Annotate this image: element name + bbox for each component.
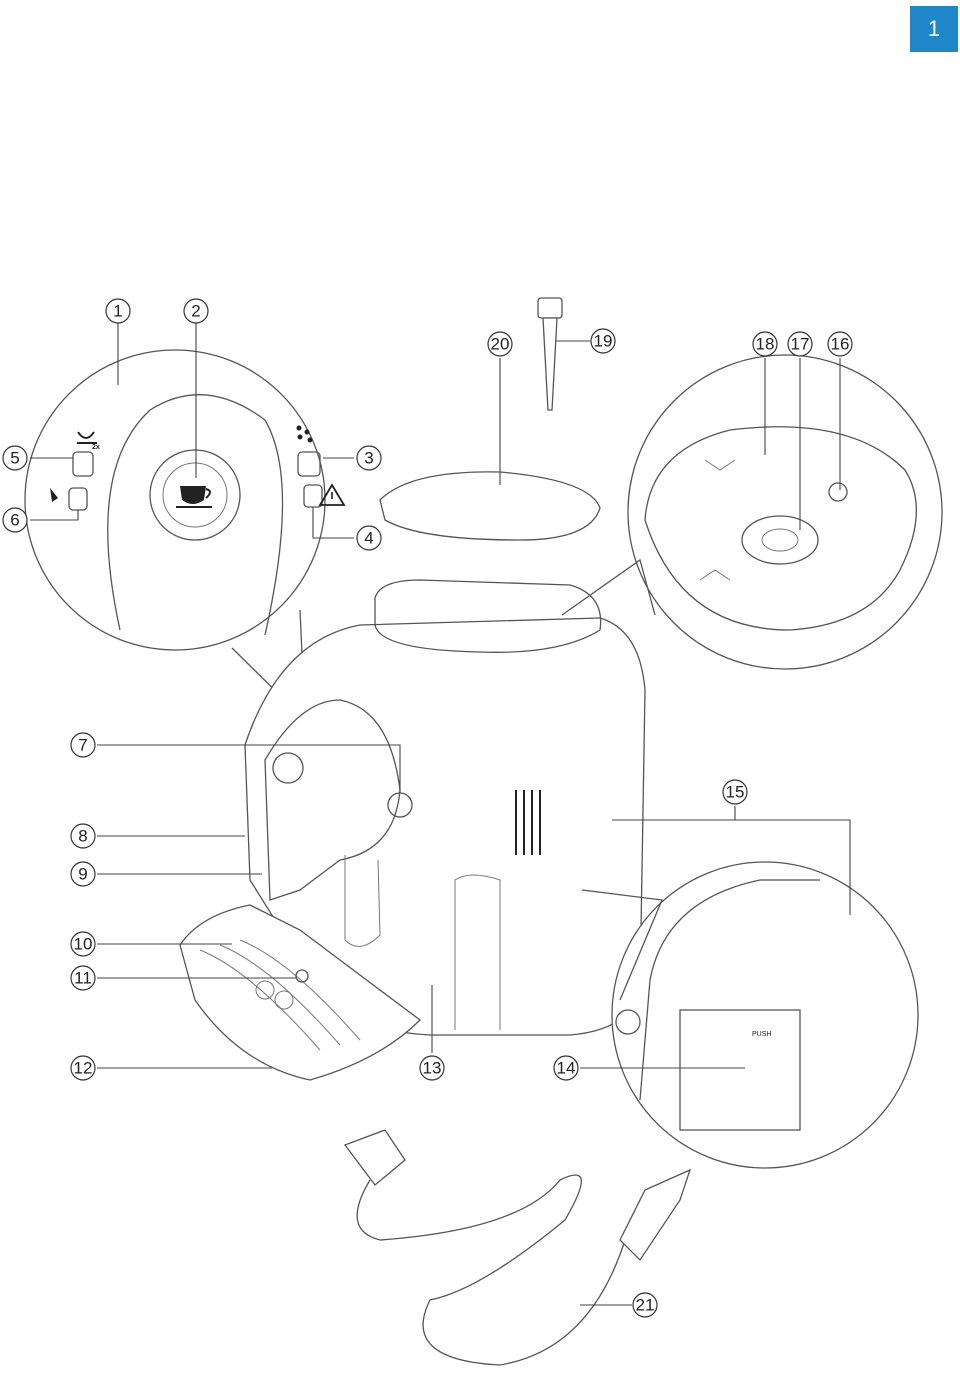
svg-text:5: 5 (10, 449, 19, 468)
svg-text:2: 2 (191, 302, 200, 321)
callout-2: 2 (183, 298, 209, 324)
bean-hopper-opening (374, 579, 602, 653)
main-button-ring (149, 449, 241, 541)
drip-tray (179, 904, 421, 1081)
svg-text:21: 21 (636, 1296, 655, 1315)
power-cord (343, 1129, 692, 1366)
cup-2x-icon: 2x (77, 431, 100, 451)
warning-triangle-icon (318, 483, 346, 506)
callout-10: 10 (70, 931, 96, 957)
appliance-connector (343, 1129, 406, 1186)
svg-text:19: 19 (594, 332, 613, 351)
callout-1: 1 (105, 298, 131, 324)
callout-4: 4 (356, 525, 382, 551)
svg-text:1: 1 (113, 302, 122, 321)
svg-text:10: 10 (74, 935, 93, 954)
callout-9: 9 (70, 861, 96, 887)
svg-text:16: 16 (831, 335, 850, 354)
beans-icon (296, 425, 313, 443)
callout-16: 16 (827, 331, 853, 357)
svg-text:11: 11 (74, 969, 92, 988)
callout-20: 20 (487, 331, 513, 357)
svg-text:20: 20 (491, 335, 510, 354)
svg-text:15: 15 (726, 783, 745, 802)
callout-12: 12 (70, 1055, 96, 1081)
coffee-machine-body (179, 579, 646, 1081)
water-tank-lid (379, 471, 601, 541)
grind-setting-dial (828, 482, 848, 502)
svg-text:3: 3 (364, 449, 373, 468)
svg-text:17: 17 (791, 335, 810, 354)
drip-tray-full-indicator (295, 969, 309, 983)
svg-text:6: 6 (10, 511, 19, 530)
bean-hopper-detail (561, 354, 943, 670)
callout-6: 6 (2, 507, 28, 533)
grinder-adjust-knob (741, 515, 819, 565)
svg-text:PUSH: PUSH (752, 1031, 771, 1038)
espresso-cup-icon (176, 486, 212, 508)
mains-plug (619, 1168, 692, 1262)
callout-11: 11 (70, 965, 96, 991)
service-door-power-icon (615, 1009, 641, 1035)
svg-text:2x: 2x (92, 444, 100, 451)
callout-14: 14 (553, 1055, 579, 1081)
svg-text:9: 9 (78, 865, 87, 884)
callout-5: 5 (2, 445, 28, 471)
brew-group (679, 1009, 801, 1131)
callout-13: 13 (419, 1055, 445, 1081)
aqua-clean-filter-tool (537, 297, 563, 411)
svg-text:4: 4 (364, 529, 373, 548)
callout-7: 7 (70, 732, 96, 758)
coffee-button (272, 752, 304, 784)
callout-3: 3 (356, 445, 382, 471)
callout-17: 17 (787, 331, 813, 357)
control-panel-detail: 2x (24, 349, 346, 722)
svg-text:7: 7 (78, 736, 87, 755)
page-number-badge: 1 (910, 6, 958, 52)
svg-text:18: 18 (756, 335, 775, 354)
svg-text:13: 13 (423, 1059, 442, 1078)
callout-15: 15 (722, 779, 748, 805)
front-panel (264, 699, 401, 901)
svg-text:12: 12 (74, 1059, 93, 1078)
callout-21: 21 (632, 1292, 658, 1318)
callout-8: 8 (70, 823, 96, 849)
callouts: 1 2 3 4 5 6 7 8 9 10 11 12 13 14 15 16 1… (2, 298, 853, 1318)
leader-lines (30, 323, 851, 1306)
svg-text:8: 8 (78, 827, 87, 846)
coffee-spout (344, 855, 381, 947)
brew-group-detail: PUSH (581, 861, 919, 1169)
double-cup-button (72, 451, 94, 477)
side-vent (515, 790, 541, 855)
callout-18: 18 (752, 331, 778, 357)
aroma-button (297, 451, 321, 477)
callout-19: 19 (590, 328, 616, 354)
calc-clean-icon (50, 488, 58, 502)
svg-text:14: 14 (557, 1059, 576, 1078)
